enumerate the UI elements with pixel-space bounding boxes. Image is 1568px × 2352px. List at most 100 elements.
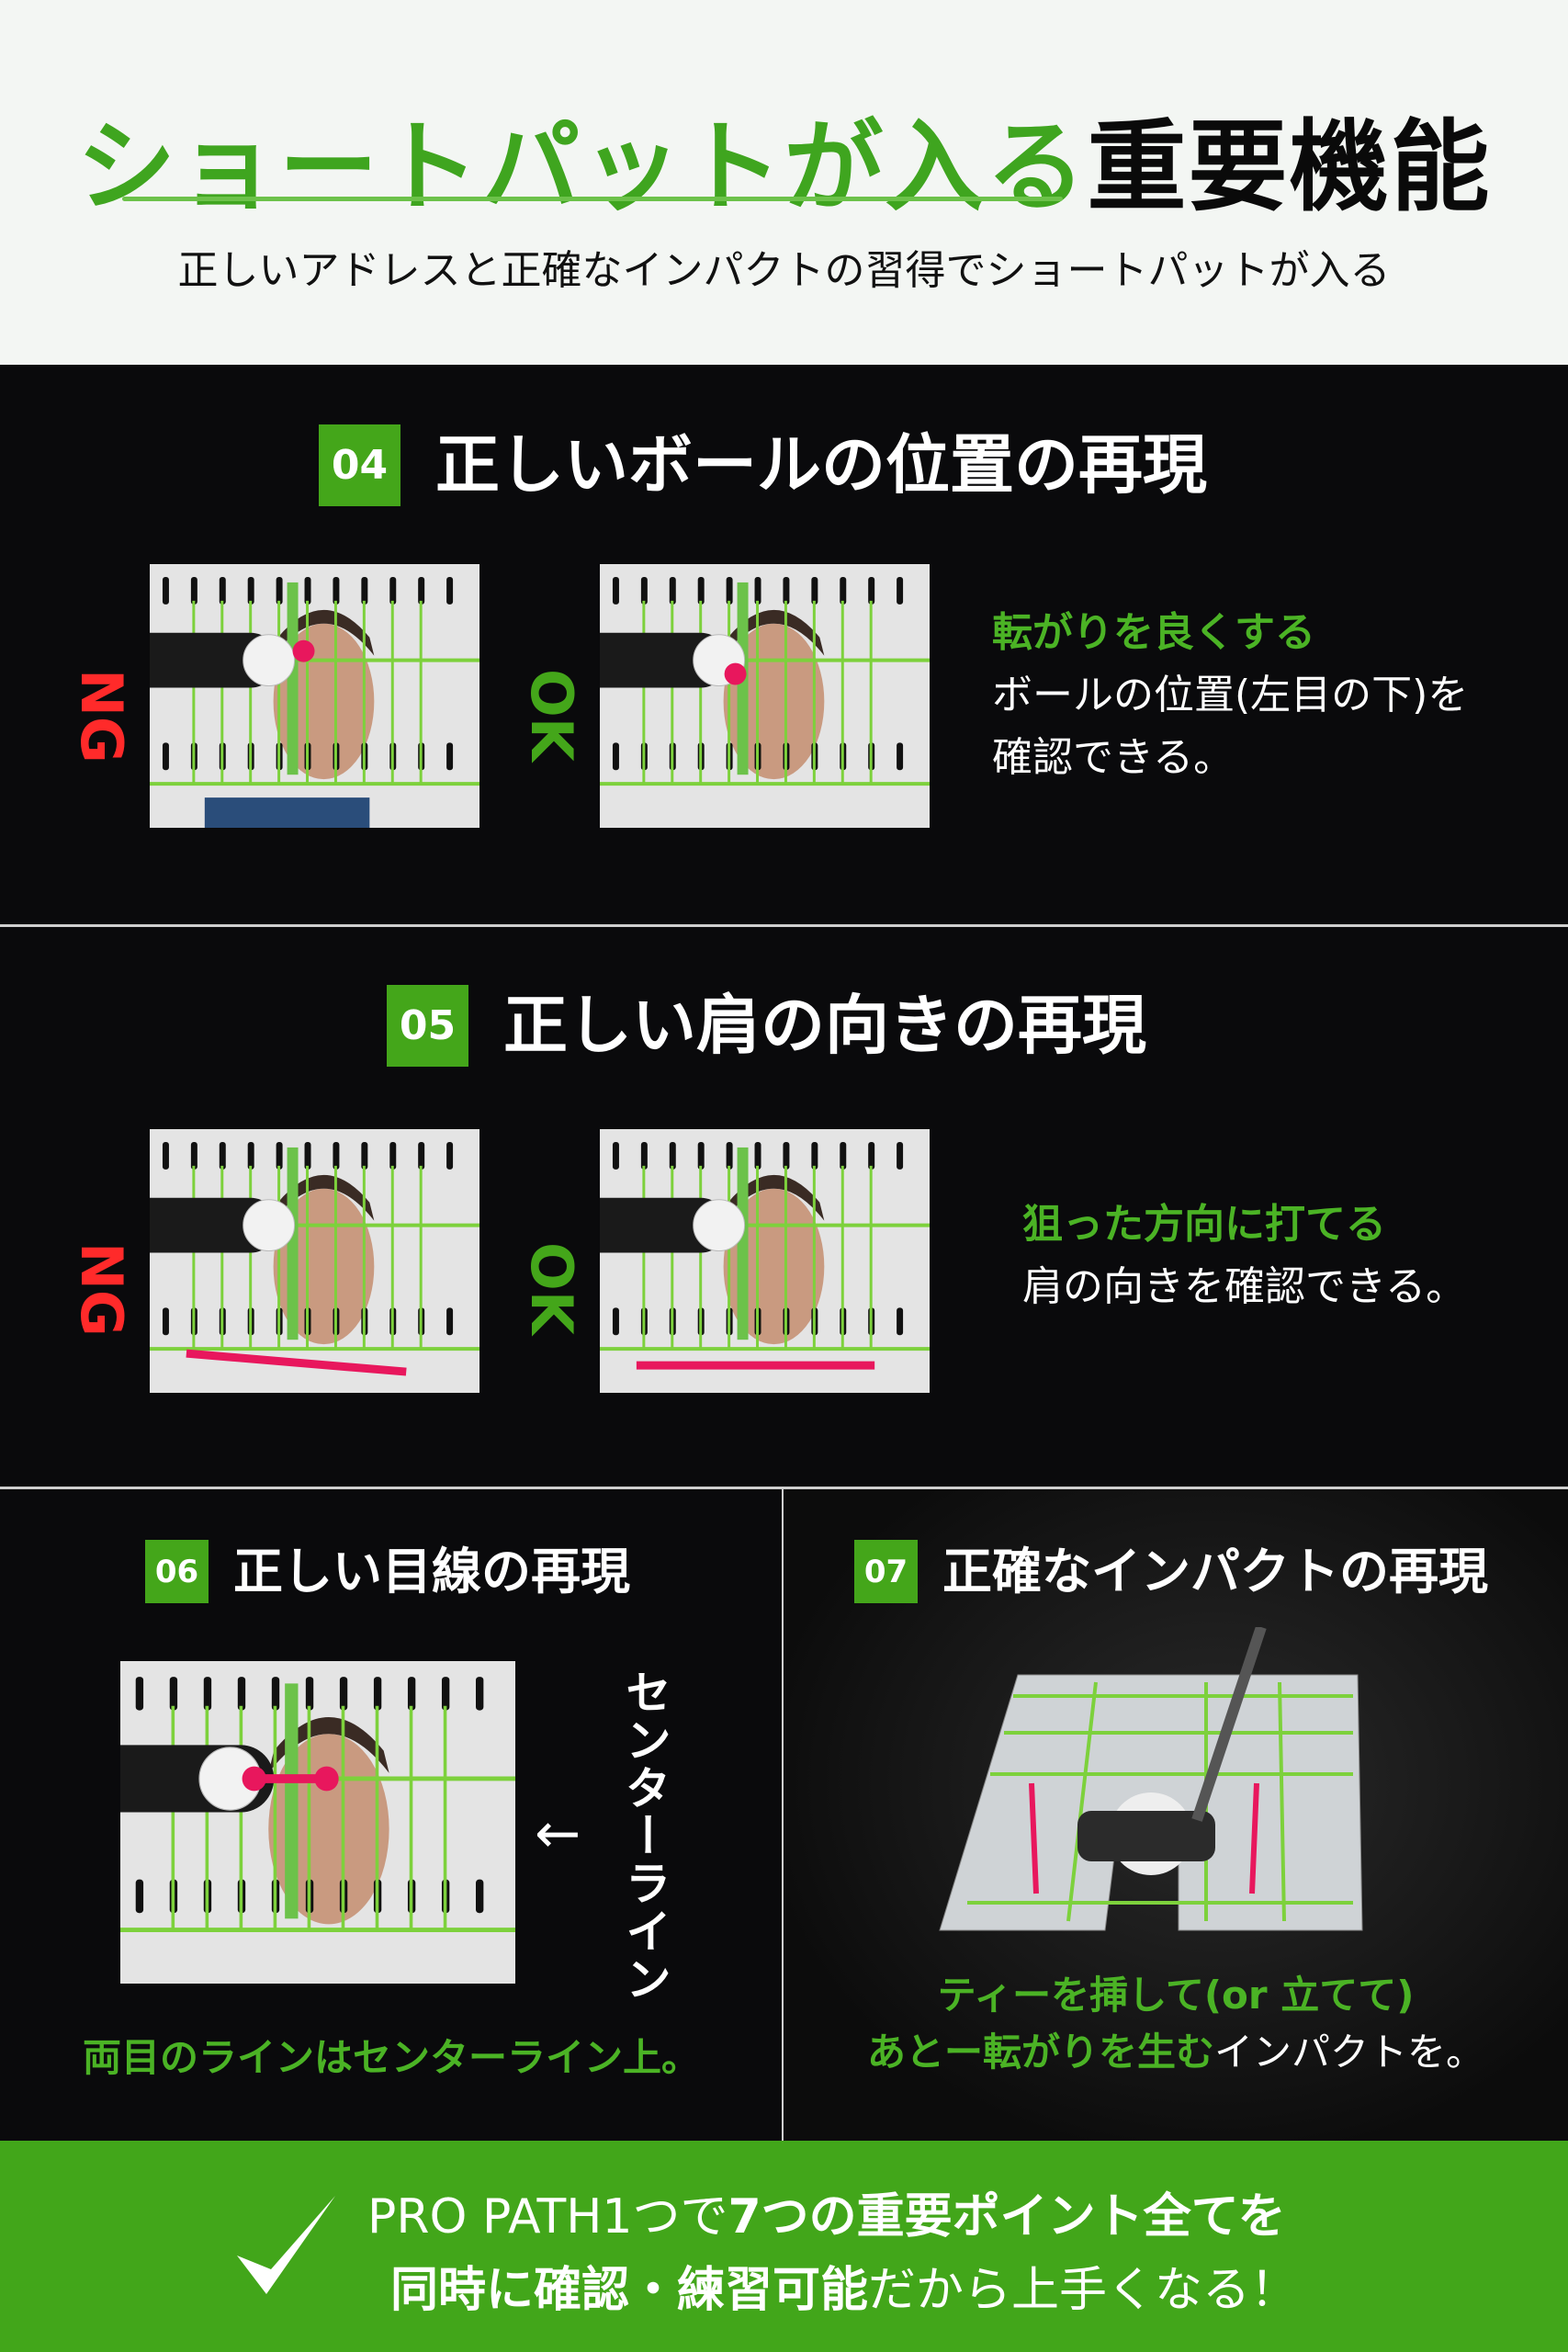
caption-green: あとー転がりを生む: [866, 2030, 1214, 2075]
center-line: [287, 582, 299, 775]
footer-banner: PRO PATH1つで7つの重要ポイント全てを 同時に確認・練習可能だから上手く…: [0, 2141, 1568, 2352]
slot: [276, 1141, 283, 1170]
description-line: ボールの位置(左目の下)を: [992, 672, 1469, 718]
section-number-badge: 05: [387, 985, 468, 1067]
mirror-cutout: [600, 1197, 728, 1253]
section-description: 狙った方向に打てる 肩の向きを確認できる。: [1022, 1193, 1466, 1318]
ok-photo: [600, 564, 930, 828]
caption-white: インパクトを。: [1214, 2030, 1485, 2075]
slot: [783, 576, 790, 605]
slot: [783, 1141, 790, 1170]
section-caption: 両目のラインはセンターライン上。: [82, 2035, 700, 2080]
slot: [726, 1141, 733, 1170]
slot: [407, 1677, 416, 1711]
slot: [247, 1141, 254, 1170]
slot: [219, 1141, 226, 1170]
subtitle: 正しいアドレスと正確なインパクトの習得でショートパットが入る: [177, 247, 1391, 294]
divider: [0, 924, 1568, 927]
title-underline: [122, 197, 1063, 201]
ng-label: NG: [68, 669, 135, 763]
golf-ball: [693, 1199, 746, 1252]
face-reflection: [273, 623, 375, 780]
hair: [723, 609, 825, 656]
face-reflection: [723, 623, 825, 780]
description-highlight: 狙った方向に打てる: [1022, 1201, 1386, 1248]
slot: [897, 1307, 904, 1336]
center-line-label: センターライン: [618, 1668, 671, 2003]
slot: [476, 1677, 484, 1711]
slot: [237, 1677, 246, 1711]
caption-line: ティーを挿して(or 立てて): [937, 1973, 1415, 2018]
slot: [840, 1141, 847, 1170]
section-number-badge: 06: [145, 1540, 209, 1603]
divider-vertical: [782, 1489, 784, 2141]
slot: [669, 576, 676, 605]
slot: [247, 576, 254, 605]
face-reflection: [723, 1188, 825, 1345]
section-number-badge: 07: [854, 1540, 918, 1603]
marker-dot: [292, 639, 315, 662]
slot: [897, 1141, 904, 1170]
section-description: 転がりを良くする ボールの位置(左目の下)を 確認できる。: [992, 602, 1468, 789]
section-caption: ティーを挿して(or 立てて) あとー転がりを生むインパクトを。: [784, 1967, 1568, 2081]
slot: [697, 1141, 705, 1170]
footer-text-bold: 同時に確認・練習可能: [390, 2263, 869, 2318]
slot: [361, 1141, 368, 1170]
slot: [476, 1879, 484, 1914]
slot: [190, 1141, 197, 1170]
slot: [446, 576, 454, 605]
slot: [446, 742, 454, 771]
slot: [640, 1141, 648, 1170]
description-highlight: 転がりを良くする: [992, 609, 1315, 656]
slot: [162, 1307, 169, 1336]
section-title: 正確なインパクトの再現: [942, 1543, 1488, 1600]
slot: [418, 1141, 425, 1170]
slot: [441, 1677, 450, 1711]
slot: [304, 1141, 311, 1170]
slot: [339, 1677, 348, 1711]
putter-shaft: [1191, 1627, 1267, 1822]
footer-text-bold: 7つの重要ポイント全てを: [728, 2189, 1286, 2245]
section-number-badge: 04: [319, 424, 400, 506]
slot: [389, 576, 397, 605]
slot: [162, 1141, 169, 1170]
slot: [868, 576, 875, 605]
hair: [268, 1716, 389, 1773]
section-title: 正しい目線の再現: [233, 1543, 630, 1600]
slot: [219, 576, 226, 605]
description-line: 肩の向きを確認できる。: [1022, 1263, 1467, 1310]
slot: [726, 576, 733, 605]
hair: [723, 1174, 825, 1221]
tee-pink: [1249, 1782, 1259, 1894]
slot: [333, 1141, 340, 1170]
slot: [612, 1141, 619, 1170]
slot: [162, 576, 169, 605]
footer-text-light: だから上手くなる！: [868, 2263, 1299, 2318]
slot: [697, 576, 705, 605]
shirt: [204, 797, 370, 828]
tee-pink: [1029, 1782, 1039, 1894]
slot: [418, 576, 425, 605]
checkmark-icon: [237, 2196, 335, 2294]
slot: [361, 576, 368, 605]
page-title: ショートパットが入る重要機能: [0, 87, 1568, 231]
ng-photo: [150, 564, 479, 828]
arrow-left-icon: ←: [535, 1802, 581, 1866]
slot: [389, 1141, 397, 1170]
slot: [190, 576, 197, 605]
green-guide-lines: [967, 1681, 1353, 1922]
header: ショートパットが入る重要機能 正しいアドレスと正確なインパクトの習得でショートパ…: [0, 0, 1568, 365]
slot: [612, 1307, 619, 1336]
slot: [203, 1677, 212, 1711]
mirror-cutout: [150, 632, 278, 688]
footer-line-1: PRO PATH1つで7つの重要ポイント全てを: [367, 2177, 1286, 2246]
section-eye-line: 06 正しい目線の再現 ← センターライン 両目のラインはセンターライン上。: [0, 1489, 783, 2141]
slot: [640, 576, 648, 605]
eye-dot: [314, 1766, 339, 1792]
section-title: 正しい肩の向きの再現: [503, 988, 1146, 1063]
slot: [446, 1141, 454, 1170]
marker-dot: [724, 662, 747, 685]
slot: [304, 576, 311, 605]
center-line: [287, 1147, 299, 1340]
eye-line-photo: [120, 1661, 515, 1984]
